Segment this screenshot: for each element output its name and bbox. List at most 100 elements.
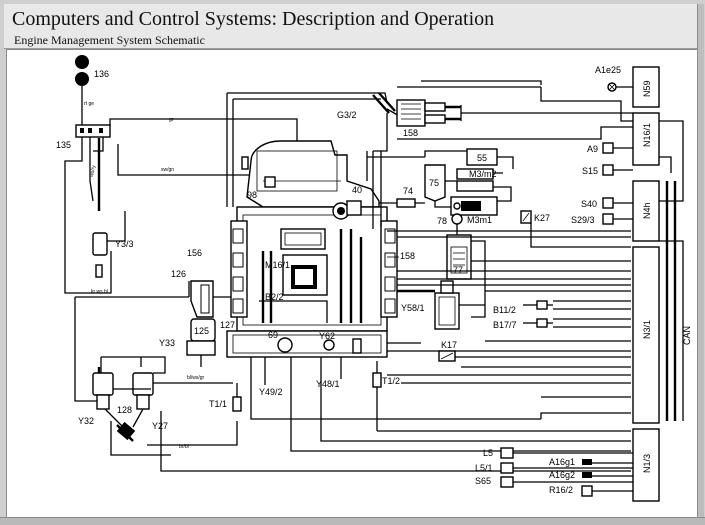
label-n4h: N4h <box>642 202 652 219</box>
component-y27 <box>132 372 154 410</box>
component-a1e25 <box>607 82 617 92</box>
label-y3-3: Y3/3 <box>115 239 134 249</box>
component-t1-2 <box>372 361 382 431</box>
label-158b: 158 <box>400 251 415 261</box>
page-title: Computers and Control Systems: Descripti… <box>12 8 495 30</box>
lamp-136-top-shape <box>75 55 89 69</box>
label-a16g1: A16g1 <box>549 457 575 467</box>
label-m3m1: M3m1 <box>467 215 492 225</box>
page-subtitle: Engine Management System Schematic <box>14 33 205 47</box>
component-l5 <box>500 447 514 459</box>
label-l5-1: L5/1 <box>475 463 493 473</box>
component-t1-1 <box>232 383 242 412</box>
component-k27 <box>520 210 532 224</box>
wire-label-bl-ws-gr: bl/ws/gr <box>187 375 205 381</box>
label-t1-1: T1/1 <box>209 399 227 409</box>
label-55: 55 <box>477 153 487 163</box>
component-m3m2 <box>456 168 512 202</box>
label-y62: Y62 <box>319 331 335 341</box>
label-m16-1: M16/1 <box>265 260 290 270</box>
label-b11-2: B11/2 <box>493 305 516 315</box>
wire-label-rt-ge: rt ge <box>84 101 94 107</box>
component-y32 <box>92 367 114 410</box>
label-158: 158 <box>403 128 418 138</box>
component-y58-1 <box>434 280 460 330</box>
label-s65: S65 <box>475 476 491 486</box>
label-y49-2: Y49/2 <box>259 387 283 397</box>
label-t1-2: T1/2 <box>382 376 400 386</box>
label-98: 98 <box>247 190 257 200</box>
label-n3-1: N3/1 <box>642 320 652 339</box>
label-135: 135 <box>56 140 71 150</box>
label-r16-2: R16/2 <box>549 485 573 495</box>
label-40: 40 <box>352 185 362 195</box>
label-125: 125 <box>194 326 209 336</box>
label-k17: K17 <box>441 340 457 350</box>
label-can: CAN <box>682 326 692 345</box>
schematic-canvas: 136 rt ge 135 gr ws/ry sw/gn <box>6 49 699 519</box>
component-136 <box>75 55 89 125</box>
component-s29-3 <box>602 213 614 225</box>
label-136: 136 <box>94 69 109 79</box>
label-y58-1: Y58/1 <box>401 303 425 313</box>
label-74: 74 <box>403 186 413 196</box>
label-b2-2: B2/2 <box>265 292 284 302</box>
label-l5: L5 <box>483 448 493 458</box>
label-a9: A9 <box>587 144 598 154</box>
component-75 <box>424 164 446 202</box>
vertical-scrollbar[interactable] <box>697 4 704 519</box>
component-a16g2 <box>582 472 592 478</box>
component-s15 <box>602 164 614 176</box>
component-s65 <box>500 476 514 488</box>
label-a1e25: A1e25 <box>595 65 621 75</box>
component-74 <box>379 198 425 208</box>
label-g3-2: G3/2 <box>337 110 357 120</box>
label-m3-m2: M3/m2 <box>469 169 497 179</box>
engine-block <box>226 140 398 358</box>
component-s40 <box>602 197 614 209</box>
component-55 <box>466 148 514 169</box>
component-128 <box>104 408 144 442</box>
label-y33: Y33 <box>159 338 175 348</box>
wire-label-ws-ry: ws/ry <box>89 164 97 177</box>
label-77: 77 <box>453 265 463 275</box>
component-a16g1 <box>582 459 592 465</box>
schematic-diagram: 136 rt ge 135 gr ws/ry sw/gn <box>56 55 692 502</box>
label-128: 128 <box>117 405 132 415</box>
label-s15: S15 <box>582 166 598 176</box>
component-m3m1 <box>450 196 498 216</box>
label-y48-1: Y48/1 <box>316 379 340 389</box>
label-k27: K27 <box>534 213 550 223</box>
module-n16-1 <box>632 112 660 166</box>
label-127: 127 <box>220 320 235 330</box>
module-n4h <box>632 180 660 242</box>
component-135 <box>75 124 111 138</box>
wire-label-sw-gn: sw/gn <box>161 167 174 173</box>
label-126: 126 <box>171 269 186 279</box>
label-n59: N59 <box>642 80 652 97</box>
component-158 <box>396 99 461 127</box>
label-y32: Y32 <box>78 416 94 426</box>
label-75: 75 <box>429 178 439 188</box>
component-y3-3 <box>92 211 126 278</box>
label-156: 156 <box>187 248 202 258</box>
label-a16g2: A16g2 <box>549 470 575 480</box>
component-a9 <box>602 142 614 154</box>
component-b11-2 <box>523 300 553 310</box>
bottom-status-strip <box>0 517 705 525</box>
label-b17-7: B17/7 <box>493 320 517 330</box>
label-s29-3: S29/3 <box>571 215 595 225</box>
component-125 <box>186 318 216 367</box>
component-b17-7 <box>523 318 553 328</box>
wire-label-br-bl: br/bl <box>179 444 189 450</box>
label-y27: Y27 <box>152 421 168 431</box>
component-78 <box>451 213 463 235</box>
module-n3-1 <box>632 246 660 424</box>
label-69: 69 <box>268 330 278 340</box>
component-126 <box>190 280 214 318</box>
wire-label-kr-ws-bl: kr ws bl <box>91 289 108 295</box>
component-r16-2 <box>581 485 593 497</box>
title-bar: Computers and Control Systems: Descripti… <box>4 4 697 49</box>
label-78: 78 <box>437 216 447 226</box>
